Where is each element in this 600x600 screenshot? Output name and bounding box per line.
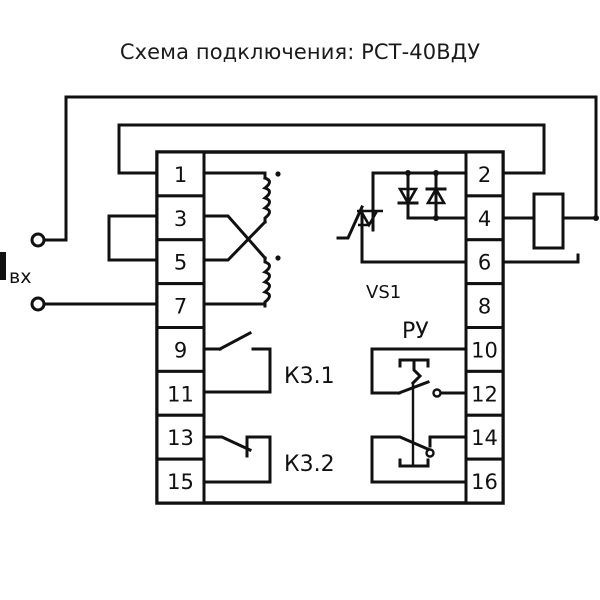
wire-jumper-3-5 [107,214,159,262]
terminal-4 [464,194,505,242]
reset-contact-upper-terminal-icon [432,388,442,398]
wire-6-return [501,253,580,264]
wire-16-switch [370,435,468,484]
terminal-16 [464,457,505,505]
wire-inner-loop [117,123,546,175]
terminal-label-3: 3 [174,207,187,231]
wire-10-switch [370,347,468,395]
triac-label: VS1 [366,282,401,303]
terminal-label-5: 5 [174,251,187,275]
terminal-15 [155,457,206,505]
coil-upper-icon [261,176,271,224]
reset-button-spring-icon [410,358,423,386]
contact-k31-label: К3.1 [284,364,335,389]
coil-upper-dot-icon [275,171,281,177]
terminal-label-15: 15 [167,470,194,494]
terminal-label-16: 16 [471,470,498,494]
diode-down-icon [397,187,419,206]
wire-outer-loop [40,95,598,242]
wire-coil-7 [202,302,267,308]
wire-1-coil [202,171,267,180]
input-label-bar [0,252,6,280]
terminal-label-12: 12 [471,382,498,406]
wire-14-switch [428,435,468,448]
contact-k32-label: К3.2 [284,452,335,477]
terminal-label-10: 10 [471,338,498,362]
terminal-label-1: 1 [174,163,187,187]
device-body [155,150,505,505]
contact-k31-blade-icon [217,330,253,352]
input-terminal-bottom-icon [30,296,46,312]
wire-13-contact [202,435,252,452]
terminal-11 [155,369,206,417]
terminal-label-13: 13 [167,426,194,450]
terminal-label-9: 9 [174,338,187,362]
terminal-label-7: 7 [174,295,187,319]
terminal-label-4: 4 [478,207,491,231]
junction-dot [433,215,439,221]
right-terminal-column: 2 4 6 8 10 12 14 16 [464,150,505,505]
terminal-label-14: 14 [471,426,498,450]
terminal-label-11: 11 [167,382,194,406]
wire-coil-cross-b [202,214,268,261]
diode-up-icon [425,186,447,205]
input-terminal-top-icon [30,232,46,248]
diagram-title: Схема подключения: РСТ-40ВДУ [119,40,481,64]
wire-k31-return [202,347,272,394]
terminal-5 [155,238,206,286]
coil-lower-icon [261,256,271,308]
terminal-9 [155,326,206,373]
terminal-label-2: 2 [478,163,491,187]
wire-k32-return [202,435,272,484]
reset-contact-lower-terminal-icon [425,448,435,458]
relay-coil-icon [532,192,565,250]
terminal-8 [464,282,505,329]
terminal-label-8: 8 [478,295,491,319]
wire-triac-6 [360,209,468,264]
reset-switch-label: РУ [402,319,429,344]
wire-coil-cross-a [202,219,268,262]
terminal-3 [155,194,206,242]
junction-dot [433,170,439,176]
triac-gate [336,205,364,240]
coil-lower-dot-icon [275,255,281,261]
input-label: вх [9,266,31,288]
junction-dot [405,170,411,176]
terminal-label-6: 6 [478,251,491,275]
junction-dot [593,215,599,221]
reset-button-bottom-icon [398,458,430,468]
